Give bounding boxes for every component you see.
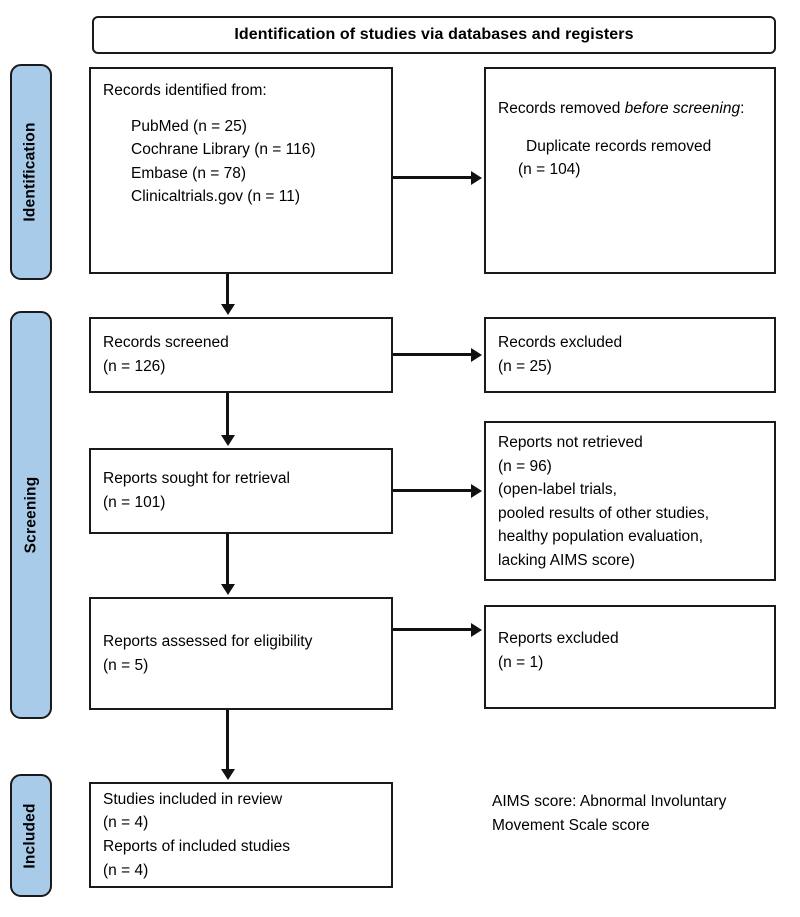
box-reports-excluded: Reports excluded (n = 1) [484,605,776,709]
exclusion-reason-4: lacking AIMS score) [498,551,635,569]
stage-label-identification-text: Identification [22,122,39,222]
records-removed-title-colon: : [740,100,745,117]
records-screened-count: (n = 126) [103,358,166,375]
aims-score-legend: AIMS score: Abnormal Involuntary Movemen… [492,790,792,838]
stage-label-screening-text: Screening [22,476,39,554]
duplicate-records-count: (n = 104) [518,161,581,179]
reports-included-count: (n = 4) [103,861,149,879]
exclusion-reason-2: pooled results of other studies, [498,504,710,522]
studies-included-label: Studies included in review [103,790,283,808]
box-records-removed: Records removed before screening: Duplic… [484,67,776,274]
exclusion-reason-1: (open-label trials, [498,481,617,499]
box-records-identified: Records identified from: PubMed (n = 25)… [89,67,393,274]
box-reports-not-retrieved: Reports not retrieved (n = 96) (open-lab… [484,421,776,581]
arrow-screened-to-reports-sought [221,393,235,448]
arrow-sought-to-assessed [221,534,235,597]
reports-excluded-label: Reports excluded [498,630,619,647]
records-removed-title-lead: Records removed [498,100,625,117]
diagram-header-banner: Identification of studies via databases … [92,16,776,54]
box-reports-assessed: Reports assessed for eligibility (n = 5) [89,597,393,710]
records-removed-title: Records removed before screening: [498,97,762,121]
source-cochrane: Cochrane Library (n = 116) [131,141,316,159]
records-identified-title: Records identified from: [103,82,267,99]
stage-label-included-text: Included [22,802,40,869]
stage-label-screening: Screening [10,311,52,719]
box-reports-sought: Reports sought for retrieval (n = 101) [89,448,393,534]
records-screened-label: Records screened [103,334,229,352]
records-excluded-label: Records excluded [498,334,623,352]
arrow-screened-to-excluded [393,348,484,362]
arrow-identified-to-removed [393,171,484,185]
studies-included-count: (n = 4) [103,814,149,832]
arrow-identified-to-screened [221,274,235,317]
box-records-screened: Records screened (n = 126) [89,317,393,393]
reports-sought-count: (n = 101) [103,494,166,511]
reports-not-retrieved-label: Reports not retrieved [498,434,643,451]
aims-legend-line-2: Movement Scale score [492,817,650,835]
box-studies-included: Studies included in review (n = 4) Repor… [89,782,393,888]
source-clinicaltrials: Clinicaltrials.gov (n = 11) [131,188,300,206]
reports-assessed-count: (n = 5) [103,656,149,674]
diagram-title: Identification of studies via databases … [234,26,634,43]
aims-legend-line-1: AIMS score: Abnormal Involuntary [492,793,727,810]
reports-not-retrieved-count: (n = 96) [498,457,552,475]
reports-excluded-count: (n = 1) [498,653,544,671]
arrow-sought-to-not-retrieved [393,484,484,498]
arrow-assessed-to-excluded [393,623,484,637]
source-pubmed: PubMed (n = 25) [131,117,247,135]
box-records-excluded: Records excluded (n = 25) [484,317,776,393]
exclusion-reason-3: healthy population evaluation, [498,528,704,546]
stage-label-identification: Identification [10,64,52,280]
reports-included-label: Reports of included studies [103,838,290,855]
reports-assessed-label: Reports assessed for eligibility [103,632,313,650]
stage-label-included: Included [10,774,52,897]
reports-sought-label: Reports sought for retrieval [103,470,290,488]
arrow-assessed-to-included [221,710,235,782]
duplicate-records-label: Duplicate records removed [526,137,712,155]
source-embase: Embase (n = 78) [131,164,247,182]
records-excluded-count: (n = 25) [498,358,552,375]
records-removed-title-emphasis: before screening [624,100,741,117]
